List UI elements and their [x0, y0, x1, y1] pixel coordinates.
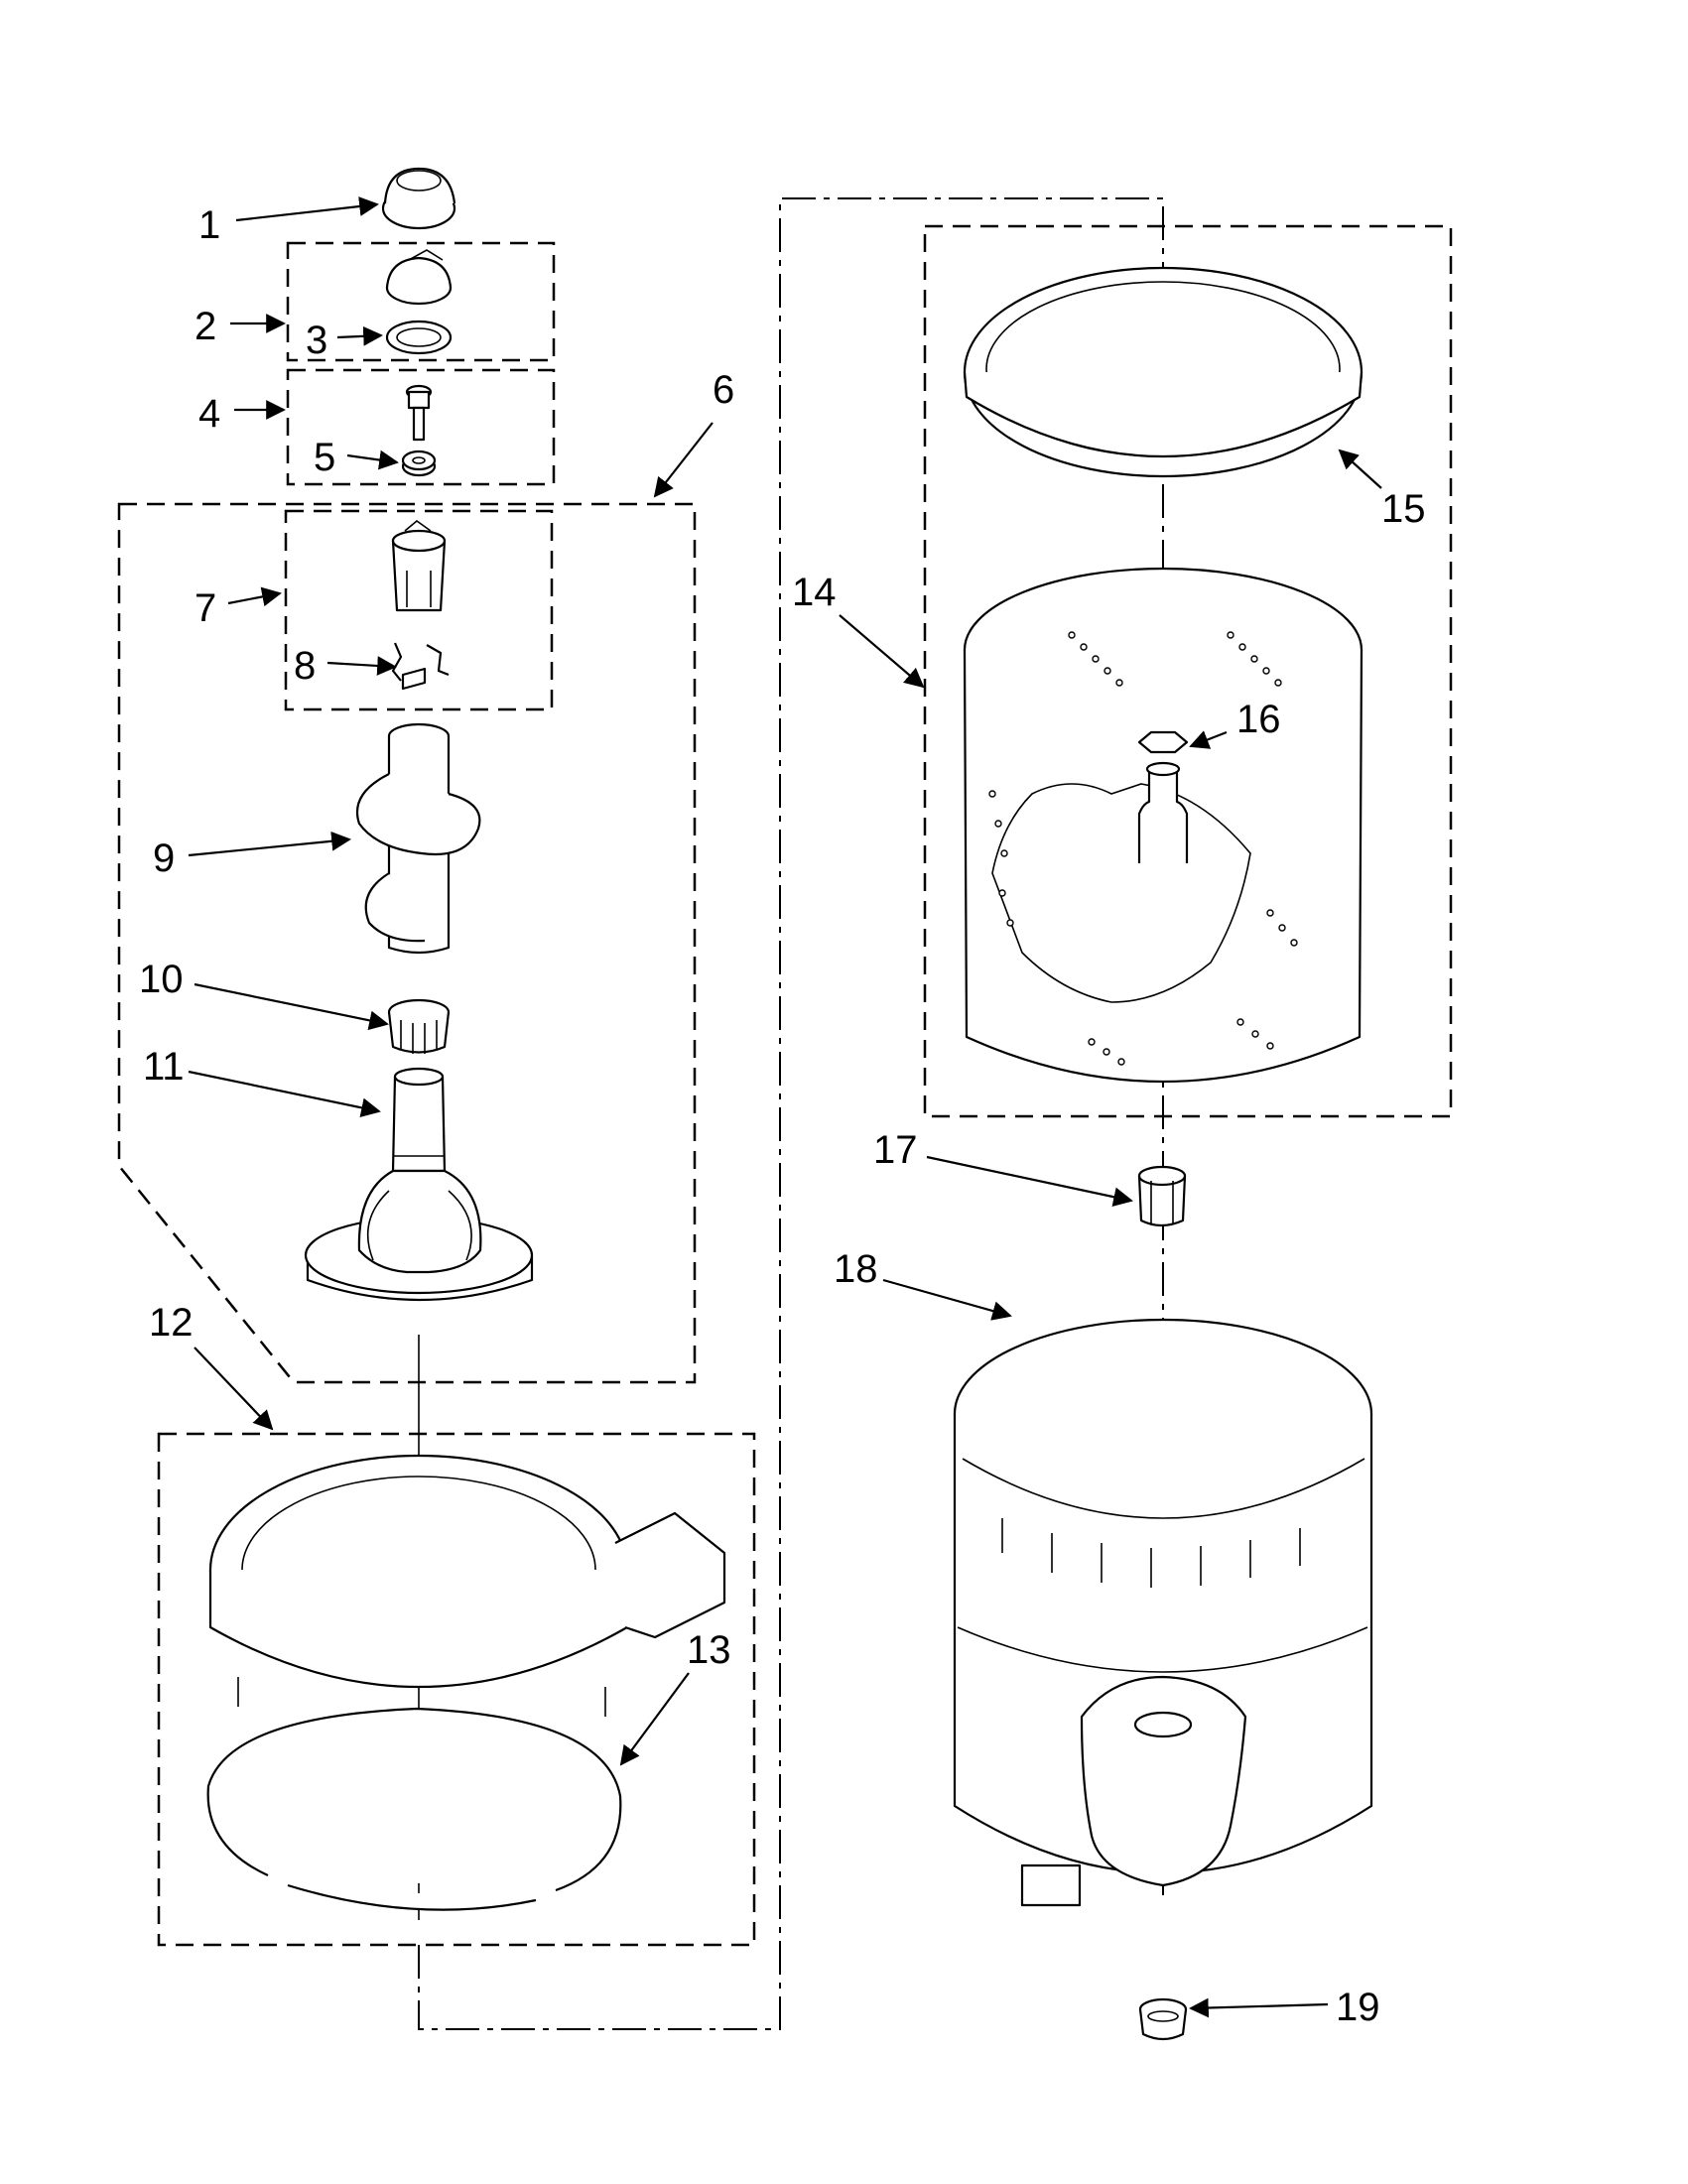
chain-line-connector	[418, 197, 1164, 2030]
group-box-4	[286, 368, 556, 486]
leader-15	[1338, 449, 1382, 489]
leader-17	[926, 1155, 1133, 1207]
group-box-2	[286, 241, 556, 362]
callout-2: 2	[195, 305, 216, 348]
part-13-split-ring	[206, 1707, 622, 1911]
leader-5	[346, 450, 399, 470]
callout-7: 7	[195, 586, 216, 630]
leader-11	[188, 1070, 381, 1118]
callout-13: 13	[687, 1628, 731, 1672]
callout-6: 6	[713, 368, 734, 412]
callout-1: 1	[198, 203, 220, 247]
callout-16: 16	[1236, 698, 1281, 741]
leader-9	[188, 831, 351, 857]
leader-10	[194, 982, 389, 1031]
part-10-dog-ring	[387, 998, 451, 1054]
leader-19	[1189, 1997, 1329, 2018]
part-18-outer-tub	[953, 1318, 1373, 1907]
part-8-clips	[391, 642, 450, 691]
part-14-basket	[963, 567, 1363, 1083]
part-19-plug	[1138, 1997, 1188, 2041]
leader-3	[336, 325, 383, 346]
callout-8: 8	[294, 644, 316, 688]
callout-11: 11	[143, 1045, 185, 1089]
leader-12	[194, 1347, 274, 1431]
leader-1	[235, 196, 379, 222]
group-box-6	[117, 502, 697, 1384]
callout-15: 15	[1381, 487, 1426, 531]
group-box-12	[157, 1432, 756, 1947]
group-box-7	[284, 509, 554, 711]
leader-16	[1189, 730, 1228, 749]
basket-perforations	[988, 631, 1298, 1066]
leader-7	[227, 586, 282, 607]
callout-17: 17	[873, 1128, 918, 1172]
part-7-cam	[391, 519, 447, 612]
leader-18	[882, 1278, 1012, 1321]
leader-13	[619, 1672, 690, 1766]
callout-19: 19	[1336, 1986, 1380, 2029]
part-2-cap-base	[385, 249, 453, 306]
callout-14: 14	[792, 571, 837, 614]
part-1-cap	[381, 167, 456, 230]
leader-14	[839, 614, 925, 689]
part-12-tub-ring	[208, 1454, 726, 1758]
callout-9: 9	[153, 836, 175, 880]
part-5-washer	[401, 450, 437, 477]
part-4-bolt	[405, 384, 433, 442]
callout-12: 12	[149, 1301, 194, 1345]
callout-5: 5	[314, 436, 335, 479]
leader-8	[326, 656, 397, 676]
part-17-hub-nut	[1137, 1165, 1187, 1227]
part-9-auger	[355, 722, 481, 955]
leader-6	[653, 422, 714, 498]
callout-3: 3	[306, 319, 327, 362]
callout-10: 10	[139, 958, 184, 1001]
callout-4: 4	[198, 392, 220, 436]
callout-18: 18	[834, 1247, 878, 1291]
group-box-14	[923, 224, 1453, 1118]
part-11-agitator-base	[304, 1067, 534, 1302]
part-15-balance-ring	[963, 266, 1363, 478]
part-3-ring	[385, 320, 453, 355]
